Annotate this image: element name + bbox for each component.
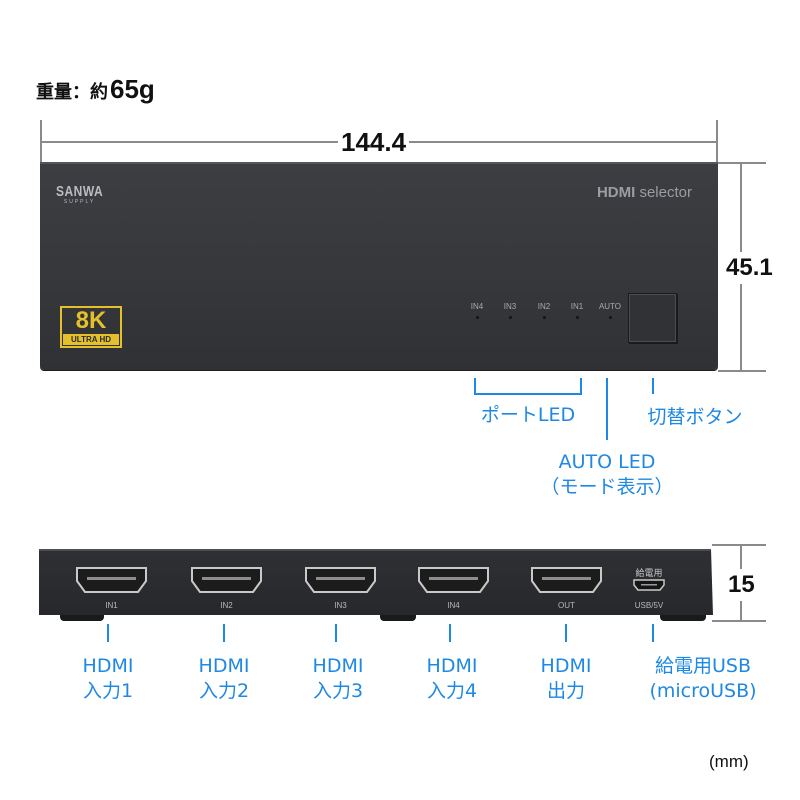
switch-button-pointer xyxy=(652,378,654,394)
rear-height-bottom-tick xyxy=(712,620,766,622)
port-label-out: OUT xyxy=(558,601,575,610)
auto-led-callout: AUTO LED （モード表示） xyxy=(540,451,674,498)
height-dimension-value: 45.1 xyxy=(726,252,773,284)
led-in4: IN4 xyxy=(462,302,492,319)
hdmi-port-icon xyxy=(304,567,377,593)
led-in1: IN1 xyxy=(562,302,592,319)
width-dimension-right-tick xyxy=(716,120,718,162)
hdmi-in3-pointer xyxy=(335,624,337,642)
micro-usb-port-icon xyxy=(632,578,666,591)
port-label-in2: IN2 xyxy=(220,601,233,610)
usb-5v-label: USB/5V xyxy=(634,601,664,610)
model-name: HDMI selector xyxy=(596,184,692,201)
front-panel: SANWA SUPPLY HDMI selector 8K ULTRA HD I… xyxy=(40,162,718,370)
hdmi-out-pointer xyxy=(565,624,567,642)
weight-label: 重量：約 xyxy=(36,82,108,103)
weight-value: 65g xyxy=(110,74,155,104)
usb-power-callout: 給電用USB(microUSB) xyxy=(649,655,757,702)
switch-button[interactable] xyxy=(628,293,677,343)
height-dimension-bottom-tick xyxy=(718,370,766,372)
led-auto: AUTO xyxy=(595,302,625,319)
led-indicator-icon xyxy=(575,316,579,319)
port-led-bracket-right xyxy=(580,378,582,395)
hdmi-port-icon xyxy=(75,567,148,593)
brand-logo: SANWA SUPPLY xyxy=(56,182,104,205)
led-in2: IN2 xyxy=(529,302,559,319)
rear-height-value: 15 xyxy=(728,569,755,601)
port-led-callout: ポートLED xyxy=(480,404,576,426)
hdmi-port-icon xyxy=(190,567,263,593)
rear-panel: IN1 IN2 IN3 IN4 OUT 給電用 USB/5V xyxy=(39,549,713,615)
unit-label: (mm) xyxy=(709,752,749,771)
port-label-in1: IN1 xyxy=(105,601,118,610)
hdmi-in2-pointer xyxy=(223,624,225,642)
rubber-foot xyxy=(380,615,416,621)
rubber-foot xyxy=(660,615,706,621)
usb-power-label: 給電用 xyxy=(635,569,663,579)
weight-spec: 重量：約65g xyxy=(36,74,155,105)
led-indicator-icon xyxy=(608,316,612,319)
auto-led-pointer xyxy=(606,378,608,440)
8k-ultra-hd-badge: 8K ULTRA HD xyxy=(60,306,122,348)
led-in3: IN3 xyxy=(495,302,525,319)
hdmi-in1-pointer xyxy=(107,624,109,642)
led-indicator-icon xyxy=(475,316,479,319)
switch-button-callout: 切替ボタン xyxy=(647,406,743,428)
rubber-foot xyxy=(60,615,104,621)
port-label-in4: IN4 xyxy=(447,601,460,610)
rear-height-top-tick xyxy=(712,544,766,546)
led-indicator-icon xyxy=(542,316,546,319)
hdmi-in4-pointer xyxy=(449,624,451,642)
led-indicator-icon xyxy=(508,316,512,319)
hdmi-port-icon xyxy=(530,567,603,593)
hdmi-port-icon xyxy=(417,567,490,593)
usb-power-pointer xyxy=(652,624,654,642)
width-dimension-value: 144.4 xyxy=(338,127,410,158)
port-led-bracket-bottom xyxy=(474,393,582,395)
height-dimension-top-tick xyxy=(718,162,766,164)
port-label-in3: IN3 xyxy=(334,601,347,610)
port-led-bracket-left xyxy=(474,378,476,395)
